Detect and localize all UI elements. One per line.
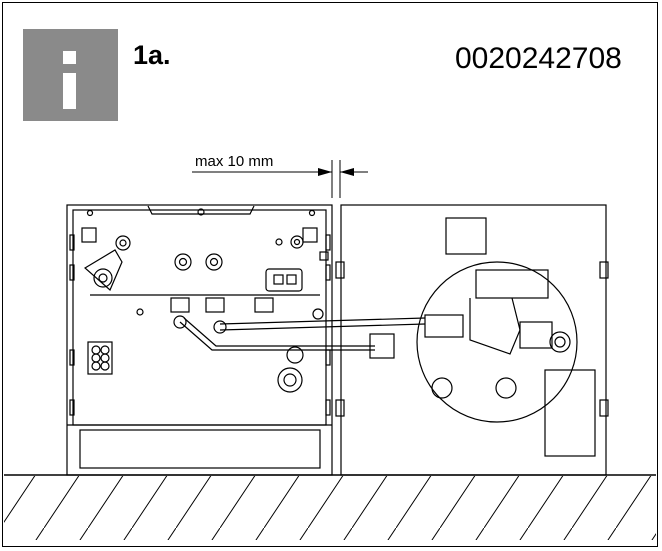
step-label: 1a.	[133, 40, 171, 70]
arrow-right-icon	[318, 168, 332, 176]
dimension-annotation: max 10 mm	[192, 153, 368, 198]
info-icon	[23, 29, 118, 121]
dimension-label: max 10 mm	[195, 153, 273, 170]
connecting-pipes	[173, 308, 426, 359]
part-number: 0020242708	[455, 42, 622, 75]
cylinder-unit	[335, 204, 609, 476]
boiler-unit	[66, 204, 333, 476]
info-icon-stem	[63, 73, 76, 109]
floor	[4, 474, 656, 540]
info-icon-dot	[63, 51, 76, 64]
arrow-left-icon	[340, 168, 354, 176]
